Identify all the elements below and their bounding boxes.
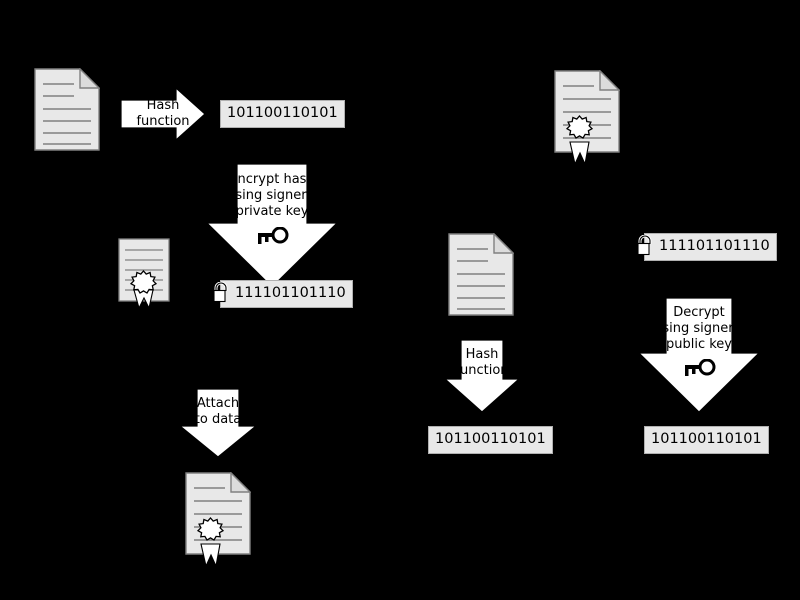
lock-icon	[213, 281, 231, 306]
lock-icon	[637, 234, 655, 259]
extracted-document	[448, 233, 514, 316]
encrypt-hash-arrow: Encrypt hash using signer's private key	[206, 163, 338, 288]
seal-rosette	[565, 115, 594, 139]
hash-value-signing: 101100110101	[220, 100, 345, 128]
seal-ribbon	[200, 543, 221, 568]
computed-hash-value: 101100110101	[428, 426, 553, 454]
seal-ribbon	[133, 289, 154, 310]
attach-to-data-arrow: Attach to data	[179, 388, 257, 458]
seal-ribbon	[569, 141, 590, 166]
source-document	[34, 68, 100, 151]
hash-function-arrow-signing: Hash function	[120, 87, 206, 141]
seal-rosette	[196, 517, 225, 541]
encrypted-hash-verification: 111101101110	[637, 233, 777, 261]
decrypted-hash-value: 101100110101	[644, 426, 769, 454]
signed-document	[185, 472, 251, 568]
decrypt-arrow: Decrypt using signer's public key	[638, 297, 760, 413]
encrypted-hash-signing: 111101101110	[213, 280, 353, 308]
hash-function-arrow-verification: Hash function	[444, 339, 520, 413]
seal-rosette	[129, 270, 158, 294]
received-signed-document	[554, 70, 620, 166]
signature-certificate-document	[118, 238, 170, 310]
